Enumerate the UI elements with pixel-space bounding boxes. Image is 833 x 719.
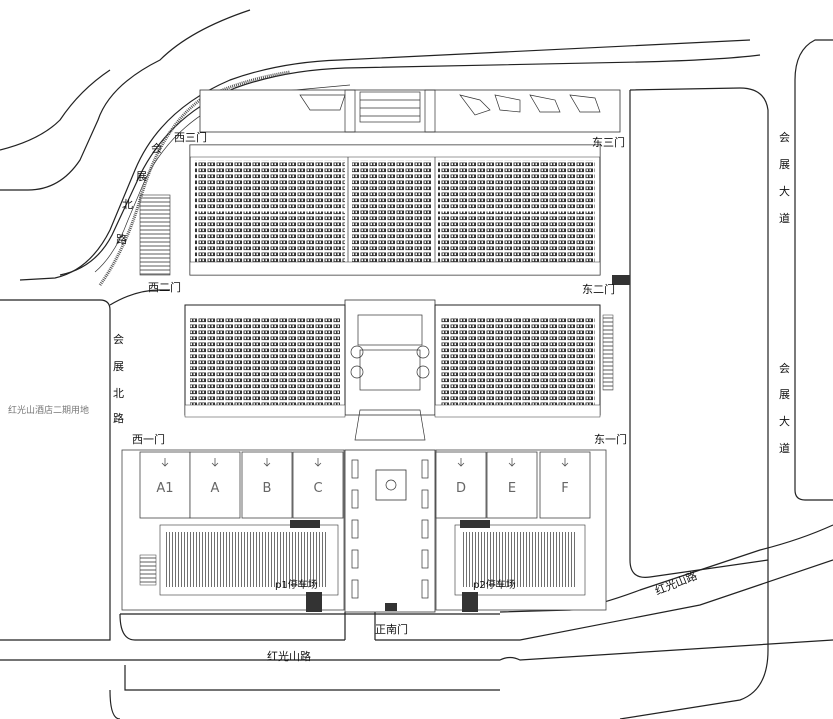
svg-text:大: 大 xyxy=(779,184,790,198)
landscape-strip xyxy=(98,70,291,286)
svg-text:会: 会 xyxy=(779,131,790,144)
road-huizhan-north-top: 会 展 北 路 xyxy=(116,142,162,246)
gate-south-main: 正南门 xyxy=(375,622,408,636)
road-hongguangshan-bottom: 红光山路 xyxy=(267,649,311,663)
zone-a: A xyxy=(189,451,241,519)
svg-text:会: 会 xyxy=(151,142,162,155)
svg-text:展: 展 xyxy=(136,170,147,183)
svg-text:道: 道 xyxy=(779,441,790,455)
gate-east-one: 东一门 xyxy=(594,432,627,446)
svg-text:路: 路 xyxy=(113,412,124,425)
parking-p1-label: p1停车场 xyxy=(275,578,318,591)
gate-east-two: 东二门 xyxy=(582,282,615,296)
south-axis xyxy=(344,449,436,613)
zone-d: D xyxy=(435,451,487,519)
zone-e: E xyxy=(486,451,538,519)
zone-label: B xyxy=(263,481,272,496)
zone-label: A xyxy=(211,481,220,496)
svg-text:北: 北 xyxy=(113,387,124,400)
svg-text:道: 道 xyxy=(779,211,790,225)
svg-text:路: 路 xyxy=(116,233,127,246)
parking-p2-label: p2停车场 xyxy=(473,578,516,591)
zone-label: D xyxy=(456,481,466,496)
gate-west-one: 西一门 xyxy=(132,432,165,446)
svg-text:会: 会 xyxy=(779,362,790,375)
zone-label: E xyxy=(508,481,516,496)
zone-c: C xyxy=(292,451,344,519)
gate-west-three: 西三门 xyxy=(174,130,207,144)
north-halls xyxy=(189,144,601,276)
road-network xyxy=(0,9,833,719)
svg-text:北: 北 xyxy=(122,198,133,211)
svg-text:会: 会 xyxy=(113,333,124,346)
central-connector xyxy=(344,299,436,441)
zone-label: F xyxy=(561,481,568,496)
exhibit-zones: A1 A B C D E F xyxy=(139,451,591,519)
zone-label: C xyxy=(313,481,322,496)
p2-parking-lot xyxy=(454,520,586,612)
road-huizhan-avenue-top: 会 展 大 道 xyxy=(779,131,790,225)
road-huizhan-north-left: 会 展 北 路 xyxy=(113,333,124,425)
p1-parking-lot xyxy=(139,520,339,612)
road-huizhan-avenue-bottom: 会 展 大 道 xyxy=(779,362,790,455)
north-plaza xyxy=(199,89,621,133)
zone-b: B xyxy=(241,451,293,519)
zone-f: F xyxy=(539,451,591,519)
svg-text:展: 展 xyxy=(779,158,790,171)
svg-text:展: 展 xyxy=(779,388,790,401)
svg-text:大: 大 xyxy=(779,414,790,428)
gate-west-two: 西二门 xyxy=(148,280,181,294)
land-hotel-phase2: 红光山酒店二期用地 xyxy=(8,404,89,416)
zone-label: A1 xyxy=(156,481,173,496)
zone-a1: A1 xyxy=(139,451,191,519)
svg-text:展: 展 xyxy=(113,360,124,373)
gate-east-three: 东三门 xyxy=(592,135,625,149)
west-parking xyxy=(139,194,171,276)
south-halls xyxy=(184,275,630,418)
